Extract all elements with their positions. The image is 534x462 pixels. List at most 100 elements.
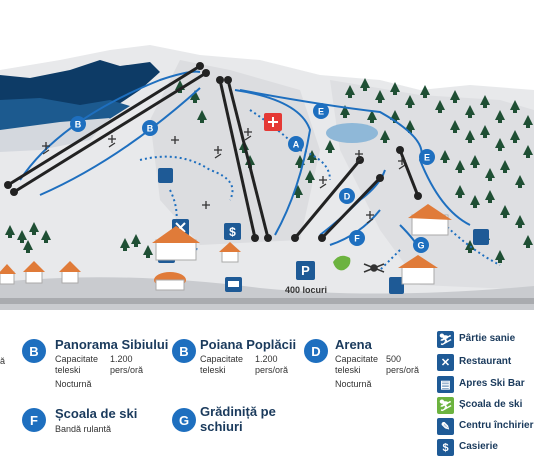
tree — [495, 138, 505, 151]
cash-icon-glyph: $ — [229, 225, 236, 239]
tree — [495, 110, 505, 123]
tree — [41, 230, 51, 243]
legend-capacity-unit: pers/oră — [255, 365, 289, 375]
tree — [465, 130, 475, 143]
tree — [5, 225, 15, 238]
slope-badge[interactable] — [313, 103, 329, 119]
legend-capacity-value: 1.200 — [255, 354, 278, 364]
legend-badge: F — [22, 408, 46, 432]
rental-icon: ✎ — [437, 418, 454, 435]
legend-lift-type: teleski — [335, 365, 361, 375]
tree — [455, 160, 465, 173]
sled-icon[interactable] — [158, 168, 173, 183]
tree — [325, 140, 335, 153]
legend-slope-4: F Școala de ski Bandă rulantă — [0, 400, 160, 440]
facility-label: Casierie — [459, 441, 498, 452]
restaurant-icon: ✕ — [437, 354, 454, 371]
slope-badge[interactable] — [349, 230, 365, 246]
slope-badge-label: E — [424, 153, 430, 163]
slope-badge[interactable] — [70, 116, 86, 132]
facility-cash: $ Casierie — [435, 438, 534, 458]
slope-badge-label: G — [417, 241, 424, 251]
tree — [470, 155, 480, 168]
facility-label: Pârtie sanie — [459, 333, 516, 344]
facility-label: Apres Ski Bar — [459, 378, 525, 389]
slope-badge-label: F — [354, 234, 360, 244]
legend-capacity-label: Capacitate — [55, 354, 99, 364]
drone — [363, 263, 385, 273]
tree — [390, 82, 400, 95]
tree — [523, 145, 533, 158]
parking-capacity: 400 locuri — [285, 285, 327, 295]
legend-night: Nocturnă — [55, 379, 92, 389]
slope-badge[interactable] — [288, 136, 304, 152]
tree — [435, 100, 445, 113]
slope-badge[interactable] — [339, 188, 355, 204]
facility-label: Restaurant — [459, 356, 512, 367]
parking-icon[interactable] — [296, 261, 315, 280]
legend-lift-type: Bandă rulantă — [55, 424, 112, 434]
slope-badges: B B A E E D F G — [70, 103, 435, 253]
tree — [455, 185, 465, 198]
round-hut — [154, 272, 186, 291]
bus-icon-glyph — [228, 281, 239, 287]
legend-badge: G — [172, 408, 196, 432]
chalet-left-1 — [0, 264, 16, 285]
legend-night: Nocturnă — [335, 379, 372, 389]
legend-capacity-label: Capacitate — [335, 354, 379, 364]
slope-badge-label: B — [75, 120, 82, 130]
lift-arena-b — [320, 176, 382, 240]
tree — [500, 205, 510, 218]
lift-panorama-b — [13, 71, 207, 194]
facility-sled: ⛷ Pârtie sanie — [435, 330, 534, 350]
tree — [510, 100, 520, 113]
legend-capacity-unit: pers/oră — [110, 365, 144, 375]
slope-badge-label: B — [147, 124, 154, 134]
tree — [470, 195, 480, 208]
legend-name: Arena — [335, 337, 372, 352]
tree — [523, 115, 533, 128]
lift-e — [398, 149, 420, 197]
tree — [405, 95, 415, 108]
cash-icon: $ — [437, 439, 454, 456]
legend-capacity-unit: pers/oră — [386, 365, 420, 375]
tree — [23, 240, 33, 253]
tree — [345, 85, 355, 98]
cash-icon[interactable] — [224, 223, 241, 240]
tree — [17, 230, 27, 243]
ski-run-a — [234, 89, 312, 236]
ski-school-icon: ⛷ — [437, 397, 454, 414]
facility-label: Școala de ski — [459, 399, 523, 410]
slope-badge[interactable] — [419, 149, 435, 165]
tree — [515, 175, 525, 188]
rental-icon[interactable] — [389, 277, 404, 294]
tree — [515, 215, 525, 228]
buildings — [0, 204, 452, 291]
slope-badge-label: D — [344, 192, 351, 202]
tree — [450, 90, 460, 103]
tree — [440, 150, 450, 163]
tree — [480, 95, 490, 108]
tree — [485, 190, 495, 203]
tree — [307, 150, 317, 163]
lift-poplaci-b — [226, 79, 270, 239]
legend-capacity-value: 500 — [386, 354, 402, 364]
ski-run-b-lower — [39, 87, 201, 196]
slope-badge[interactable] — [142, 120, 158, 136]
legend-badge: B — [22, 339, 46, 363]
ski-lifts — [7, 64, 420, 240]
legend-name: Panorama Sibiului — [55, 337, 169, 352]
chalet-left-2 — [23, 261, 45, 284]
tree — [450, 120, 460, 133]
sled-icon[interactable] — [473, 229, 489, 245]
mascot — [333, 255, 351, 271]
legend-badge: B — [172, 339, 196, 363]
slope-badge[interactable] — [413, 237, 429, 253]
sled-icon: ⛷ — [437, 331, 454, 348]
tree — [190, 90, 200, 103]
lift-poplaci-a — [218, 79, 257, 239]
tree — [293, 185, 303, 198]
legend-name: Școala de ski — [55, 406, 138, 421]
tree — [465, 105, 475, 118]
